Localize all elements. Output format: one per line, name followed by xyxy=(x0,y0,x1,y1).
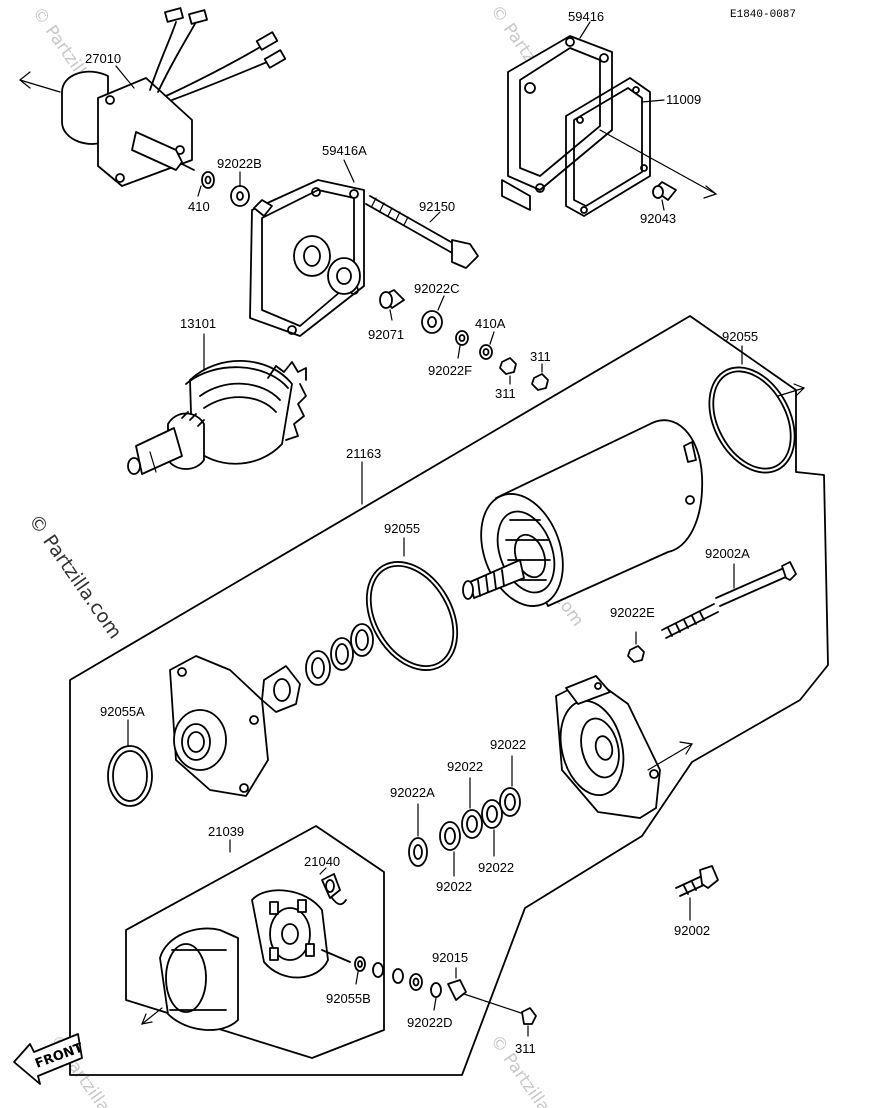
cover-59416 xyxy=(501,21,613,211)
washer-stack-92022 xyxy=(408,755,521,877)
label-92022-3: 92022 xyxy=(436,879,472,894)
rear-bracket xyxy=(555,675,693,819)
brush-cover xyxy=(141,927,239,1031)
washer-410A xyxy=(479,331,495,360)
terminal-parts xyxy=(354,956,537,1037)
motor-yoke-21163 xyxy=(361,419,703,607)
label-59416A: 59416A xyxy=(322,143,367,158)
washer-92022B xyxy=(230,171,250,207)
label-92055-mid: 92055 xyxy=(384,521,420,536)
label-21163: 21163 xyxy=(346,446,381,461)
label-410A: 410A xyxy=(475,316,506,331)
relay-27010 xyxy=(19,7,287,187)
screw-92002 xyxy=(675,865,719,921)
label-92022-4: 92022 xyxy=(478,860,514,875)
label-92150: 92150 xyxy=(419,199,455,214)
label-92002: 92002 xyxy=(674,923,710,938)
label-92043: 92043 xyxy=(640,211,676,226)
washer-92022C xyxy=(421,295,445,334)
brush-spring-21040 xyxy=(319,867,347,906)
label-92022-1: 92022 xyxy=(490,737,526,752)
label-92022B: 92022B xyxy=(217,156,262,171)
label-13101: 13101 xyxy=(180,316,216,331)
o-ring-92055A xyxy=(107,719,153,807)
front-bracket xyxy=(169,655,269,797)
plug-92043 xyxy=(652,181,677,211)
label-311-b: 311 xyxy=(530,349,551,364)
label-92022C: 92022C xyxy=(414,281,460,296)
label-92022F: 92022F xyxy=(428,363,472,378)
label-92022A: 92022A xyxy=(390,785,435,800)
label-11009: 11009 xyxy=(666,92,701,107)
shim-washers-front xyxy=(261,623,374,713)
label-410: 410 xyxy=(188,199,210,214)
nut-311-a xyxy=(499,357,517,385)
washer-92022F xyxy=(455,330,469,359)
nut-410 xyxy=(197,171,215,197)
brush-plate xyxy=(251,889,351,979)
bushing-92071 xyxy=(379,289,405,321)
label-92015: 92015 xyxy=(432,950,468,965)
clutch-gear-13101 xyxy=(127,333,307,475)
label-92055-top: 92055 xyxy=(722,329,758,344)
cover-59416A xyxy=(249,159,365,337)
label-92022-2: 92022 xyxy=(447,759,483,774)
label-59416: 59416 xyxy=(568,9,604,24)
o-ring-92055-mid xyxy=(365,537,459,671)
watermark-left: © Partzilla.com xyxy=(24,510,126,643)
label-92055A: 92055A xyxy=(100,704,145,719)
drawing-code: E1840-0087 xyxy=(730,9,796,21)
label-92055B: 92055B xyxy=(326,991,371,1006)
label-92022E: 92022E xyxy=(610,605,655,620)
assembly-outline-21163 xyxy=(69,315,829,1076)
o-ring-92055-top xyxy=(708,345,806,474)
label-92071: 92071 xyxy=(368,327,404,342)
label-92022D: 92022D xyxy=(407,1015,453,1030)
bolt-92150 xyxy=(365,195,479,269)
gasket-11009 xyxy=(565,77,718,217)
label-311-c: 311 xyxy=(515,1041,536,1056)
washer-92022E xyxy=(627,631,645,663)
label-21039: 21039 xyxy=(208,824,244,839)
label-311-a: 311 xyxy=(495,386,516,401)
label-92002A: 92002A xyxy=(705,546,750,561)
assembly-outline-21039 xyxy=(125,825,385,1059)
through-bolt-92002A xyxy=(661,561,797,639)
nut-311-b xyxy=(531,363,549,391)
label-21040: 21040 xyxy=(304,854,340,869)
label-27010: 27010 xyxy=(85,51,121,66)
